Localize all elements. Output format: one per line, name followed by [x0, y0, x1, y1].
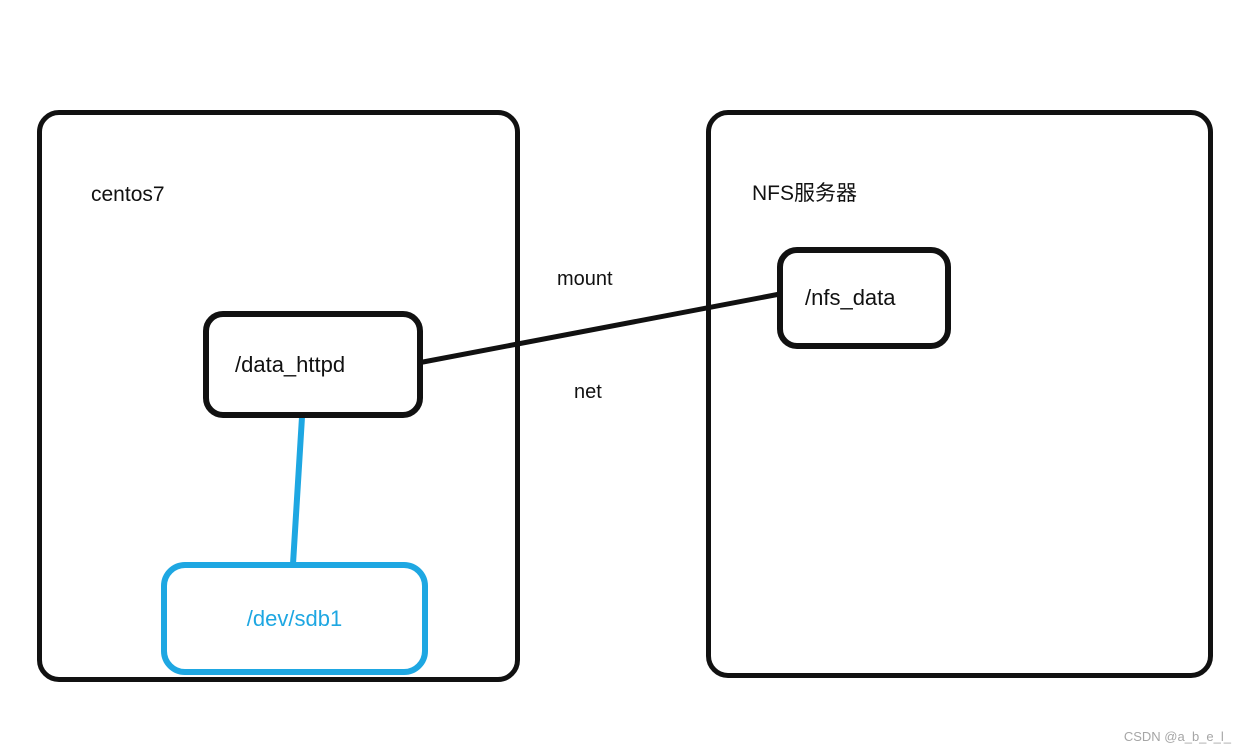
nfs-data-node: /nfs_data — [777, 247, 951, 349]
nfs-server-group-label: NFS服务器 — [752, 182, 857, 205]
nfs-data-node-label: /nfs_data — [805, 285, 896, 310]
mount-edge-label: mount — [557, 268, 613, 290]
data-httpd-node: /data_httpd — [203, 311, 423, 418]
dev-sdb1-node: /dev/sdb1 — [161, 562, 428, 675]
data-httpd-node-label: /data_httpd — [235, 351, 346, 377]
net-edge-label: net — [574, 381, 602, 403]
csdn-watermark: CSDN @a_b_e_l_ — [1123, 729, 1231, 744]
centos7-group-label: centos7 — [91, 183, 165, 206]
nfs-server-group-box: NFS服务器 — [706, 110, 1213, 678]
dev-sdb1-node-label: /dev/sdb1 — [246, 605, 343, 631]
centos7-group-box: centos7 — [37, 110, 520, 682]
